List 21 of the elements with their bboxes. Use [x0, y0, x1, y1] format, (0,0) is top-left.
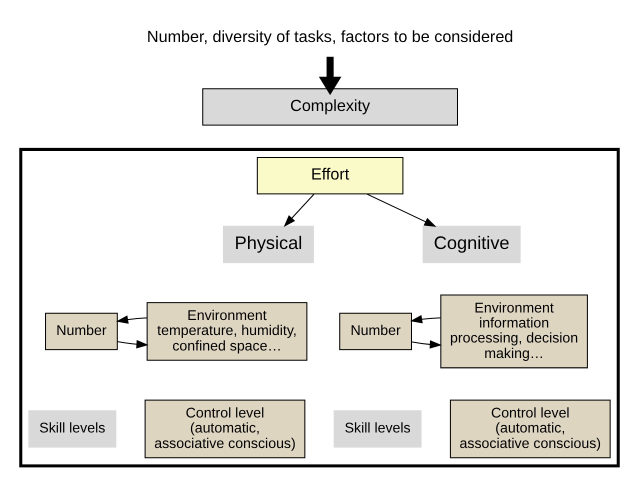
- node-box: Environment information processing, decision making…: [440, 294, 588, 368]
- node-box: Number: [339, 312, 412, 350]
- arrow: [366, 194, 436, 227]
- node-box: Skill levels: [334, 410, 422, 448]
- arrow: [116, 315, 148, 324]
- arrow: [410, 315, 440, 324]
- cluster: [19, 148, 620, 468]
- arrow: [117, 340, 149, 348]
- node-box: Physical: [222, 226, 314, 264]
- arrow: [284, 194, 314, 227]
- node-text: Number, diversity of tasks, factors to be considered: [146, 28, 514, 46]
- node-box: Control level (automatic, associative conscious): [144, 400, 306, 458]
- node-box: Complexity: [202, 88, 458, 126]
- node-box: Number: [45, 312, 118, 350]
- node-box: Skill levels: [28, 410, 116, 448]
- node-box: Cognitive: [422, 226, 521, 264]
- node-box: Control level (automatic, associative conscious): [450, 400, 611, 458]
- node-box: Effort: [256, 157, 404, 194]
- arrow: [318, 56, 342, 96]
- node-box: Environment temperature, humidity, confined space…: [146, 302, 308, 361]
- arrow: [412, 340, 442, 349]
